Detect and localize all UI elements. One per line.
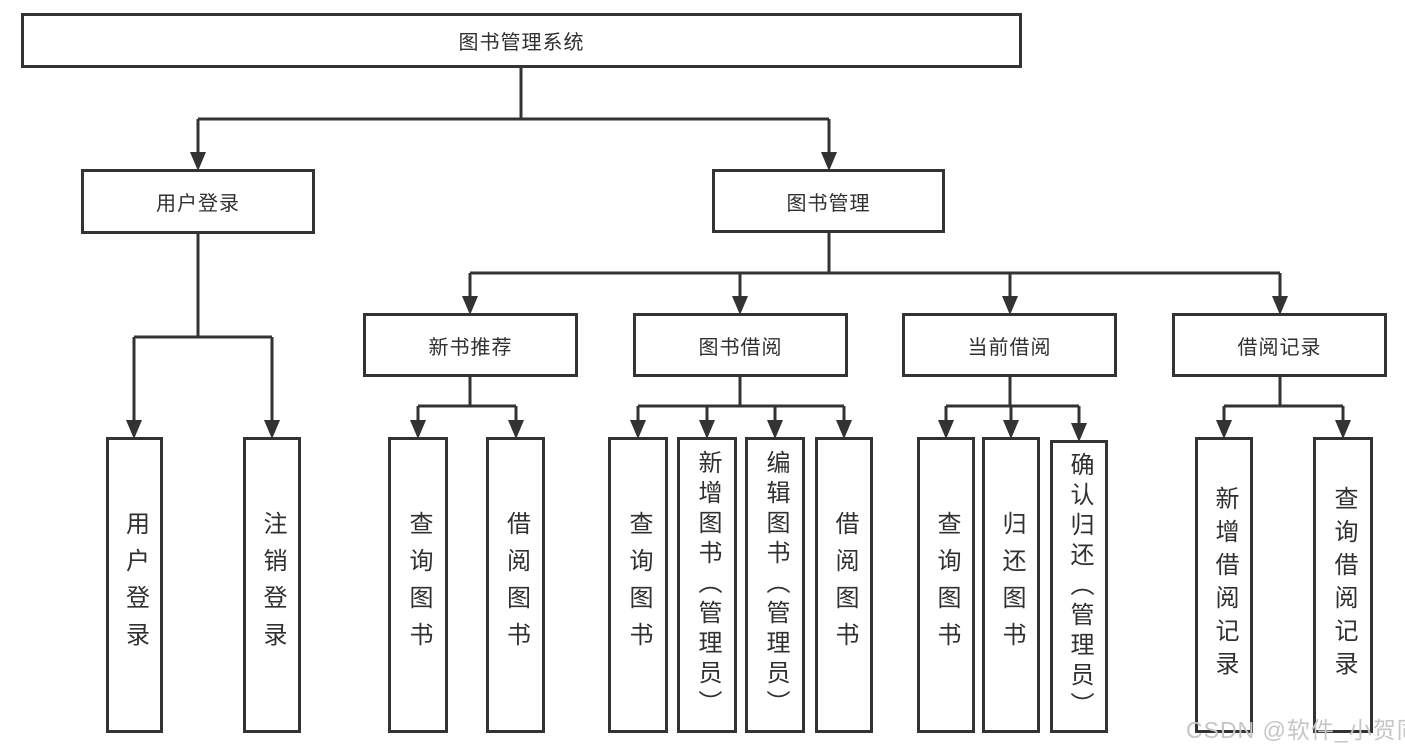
leaf-user-login: 用户登录	[106, 437, 163, 733]
leaf-label: 注销登录	[259, 511, 286, 659]
leaf-label: 查询借阅记录	[1330, 486, 1357, 684]
leaf-label: 用户登录	[121, 511, 149, 659]
leaf-label: 查询图书	[933, 511, 960, 659]
leaf-add-borrow-record: 新增借阅记录	[1195, 437, 1253, 733]
leaf-query-books-recommend: 查询图书	[388, 437, 448, 733]
node-label: 图书借阅	[698, 336, 783, 359]
leaf-add-books-admin: 新增图书（管理员）	[677, 437, 737, 733]
leaf-label: 编辑图书（管理员）	[762, 450, 789, 720]
leaf-label: 借阅图书	[831, 511, 858, 659]
node-book-management: 图书管理	[712, 169, 945, 233]
node-library-management-system: 图书管理系统	[21, 13, 1022, 68]
leaf-edit-books-admin: 编辑图书（管理员）	[745, 437, 805, 733]
node-label: 当前借阅	[967, 336, 1052, 359]
leaf-return-books: 归还图书	[982, 437, 1040, 733]
node-new-book-recommendation: 新书推荐	[363, 313, 578, 377]
csdn-watermark: CSDN @软件_小贺同学	[1186, 717, 1405, 743]
node-current-borrowing: 当前借阅	[902, 313, 1117, 377]
node-book-borrowing: 图书借阅	[633, 313, 848, 377]
leaf-borrow-books-recommend: 借阅图书	[486, 437, 545, 733]
node-user-login: 用户登录	[81, 169, 315, 234]
leaf-query-books-current: 查询图书	[917, 437, 975, 733]
node-borrowing-records: 借阅记录	[1172, 313, 1387, 377]
leaf-label: 归还图书	[998, 511, 1025, 659]
leaf-query-borrow-record: 查询借阅记录	[1313, 437, 1373, 733]
leaf-confirm-return-admin: 确认归还（管理员）	[1050, 440, 1108, 733]
arrowheads	[126, 152, 1351, 442]
node-label: 用户登录	[156, 193, 240, 215]
leaf-logout: 注销登录	[243, 437, 301, 733]
leaf-borrow-books: 借阅图书	[815, 437, 873, 733]
leaf-query-books-borrow: 查询图书	[608, 437, 668, 733]
node-label: 图书管理系统	[458, 32, 585, 54]
node-label: 新书推荐	[428, 336, 513, 359]
leaf-label: 新增图书（管理员）	[694, 450, 721, 720]
node-label: 图书管理	[786, 192, 871, 215]
leaf-label: 新增借阅记录	[1211, 486, 1238, 684]
leaf-label: 查询图书	[625, 511, 652, 659]
leaf-label: 借阅图书	[502, 511, 530, 659]
leaf-label: 查询图书	[405, 511, 432, 659]
node-label: 借阅记录	[1237, 336, 1322, 359]
leaf-label: 确认归还（管理员）	[1066, 451, 1093, 722]
